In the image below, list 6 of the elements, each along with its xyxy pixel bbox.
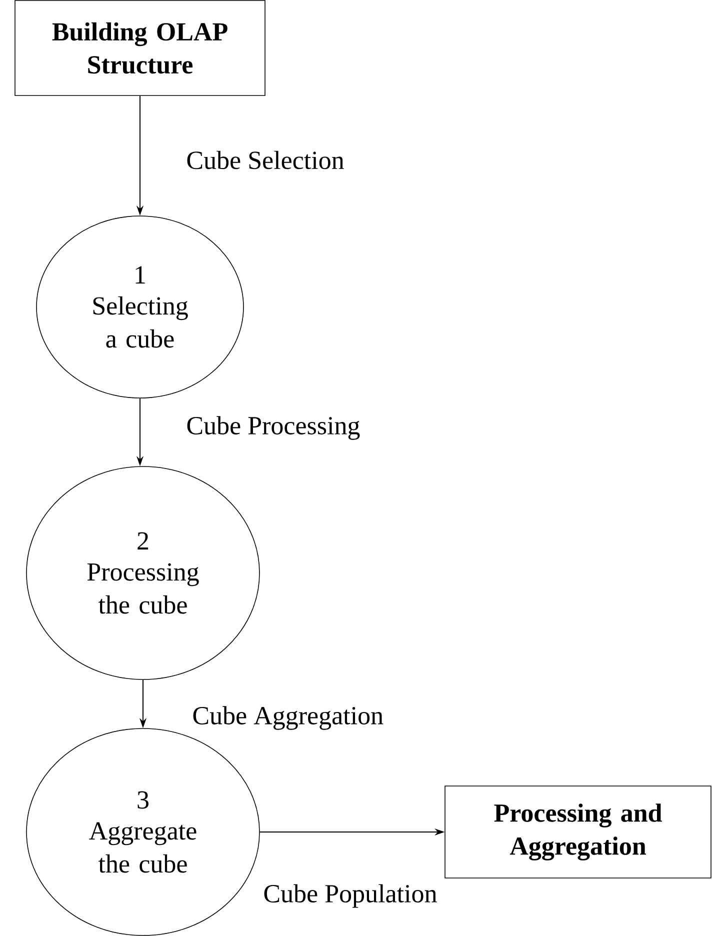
edge-label: Cube Selection	[187, 150, 344, 170]
process-box: Building OLAP Structure	[14, 0, 266, 96]
process-box: Processing and Aggregation	[444, 786, 712, 878]
edge-label: Cube Population	[264, 884, 437, 908]
edge-label: Cube Processing	[187, 416, 360, 440]
edge-label: Cube Aggregation	[193, 706, 384, 730]
